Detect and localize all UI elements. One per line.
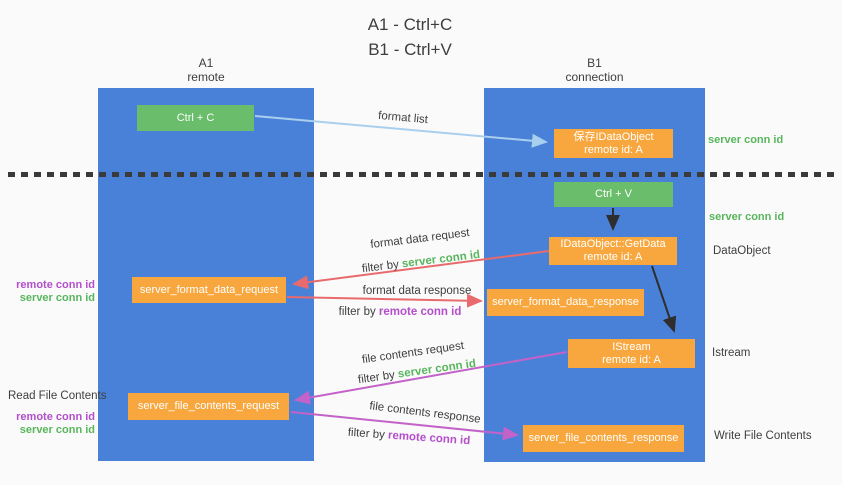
node-server-file-contents-request: server_file_contents_request bbox=[128, 393, 289, 420]
annotation-conn-ids-bottom: remote conn id server conn id bbox=[10, 411, 95, 437]
lane-a1-role: remote bbox=[187, 70, 225, 84]
node-ctrl-c: Ctrl + C bbox=[137, 105, 254, 131]
getdata-line2: remote id: A bbox=[583, 251, 643, 263]
ctrl-c-label: Ctrl + C bbox=[176, 111, 215, 124]
arrow-format-data-response bbox=[286, 293, 483, 308]
diagram-title: A1 - Ctrl+C B1 - Ctrl+V bbox=[0, 12, 820, 62]
annotation-write-file-contents: Write File Contents bbox=[714, 430, 812, 442]
remote-conn-id-text: remote conn id bbox=[387, 429, 471, 448]
lane-header-b1: B1 connection bbox=[484, 56, 705, 84]
title-line-ctrl-v: B1 - Ctrl+V bbox=[368, 40, 452, 59]
node-ctrl-v: Ctrl + V bbox=[554, 182, 673, 207]
lane-header-a1: A1 remote bbox=[98, 56, 314, 84]
node-save-idataobject: 保存IDataObject remote id: A bbox=[554, 129, 673, 158]
node-istream: IStream remote id: A bbox=[568, 339, 695, 368]
istream-line2: remote id: A bbox=[602, 353, 661, 366]
title-line-ctrl-c: A1 - Ctrl+C bbox=[367, 15, 453, 34]
label-format-data-request: format data request bbox=[369, 226, 471, 252]
format-response-label: server_format_data_response bbox=[492, 296, 639, 308]
save-idataobject-line2: remote id: A bbox=[584, 143, 643, 156]
node-idataobject-getdata: IDataObject::GetData remote id: A bbox=[549, 237, 677, 265]
server-conn-id-text: server conn id bbox=[397, 357, 477, 381]
dotted-separator bbox=[8, 172, 836, 177]
annotation-istream: Istream bbox=[712, 347, 751, 359]
filter-by-text: filter by bbox=[361, 258, 403, 276]
server-conn-id-left-bottom: server conn id bbox=[19, 424, 95, 436]
server-conn-id-left-top: server conn id bbox=[19, 292, 95, 304]
lane-b1-role: connection bbox=[565, 70, 624, 84]
annotation-conn-ids-top: remote conn id server conn id bbox=[10, 279, 95, 305]
label-format-list: format list bbox=[377, 109, 429, 127]
filter-by-text: filter by bbox=[357, 368, 399, 387]
label-filter-by-remote-conn-id-1: filter by remote conn id bbox=[339, 306, 462, 318]
label-filter-by-remote-conn-id-2: filter by remote conn id bbox=[347, 427, 470, 448]
format-request-label: server_format_data_request bbox=[139, 283, 279, 296]
save-idataobject-line1: 保存IDataObject bbox=[573, 130, 654, 143]
server-conn-id-text: server conn id bbox=[401, 248, 481, 271]
ctrl-v-label: Ctrl + V bbox=[595, 188, 632, 200]
annotation-dataobject: DataObject bbox=[713, 245, 771, 257]
node-server-format-data-request: server_format_data_request bbox=[132, 277, 286, 303]
label-filter-by-server-conn-id-1: filter by server conn id bbox=[361, 249, 480, 275]
file-request-label: server_file_contents_request bbox=[137, 400, 280, 412]
istream-line1: IStream bbox=[612, 340, 651, 353]
remote-conn-id-text: remote conn id bbox=[378, 306, 462, 318]
label-format-data-response: format data response bbox=[362, 285, 472, 297]
annotation-server-conn-id-mid: server conn id bbox=[709, 211, 785, 223]
remote-conn-id-top: remote conn id bbox=[16, 279, 95, 291]
lane-b1-name: B1 bbox=[587, 56, 602, 70]
lane-a1-name: A1 bbox=[198, 56, 214, 70]
node-server-file-contents-response: server_file_contents_response bbox=[523, 425, 684, 452]
remote-conn-id-bottom: remote conn id bbox=[16, 411, 95, 423]
file-response-label: server_file_contents_response bbox=[528, 432, 679, 444]
annotation-server-conn-id-top: server conn id bbox=[708, 134, 784, 146]
node-server-format-data-response: server_format_data_response bbox=[487, 289, 644, 316]
filter-by-text: filter by bbox=[347, 426, 389, 442]
annotation-read-file-contents: Read File Contents bbox=[8, 390, 107, 402]
getdata-line1: IDataObject::GetData bbox=[560, 238, 666, 250]
filter-by-text: filter by bbox=[338, 306, 379, 318]
label-file-contents-response: file contents response bbox=[368, 400, 482, 426]
